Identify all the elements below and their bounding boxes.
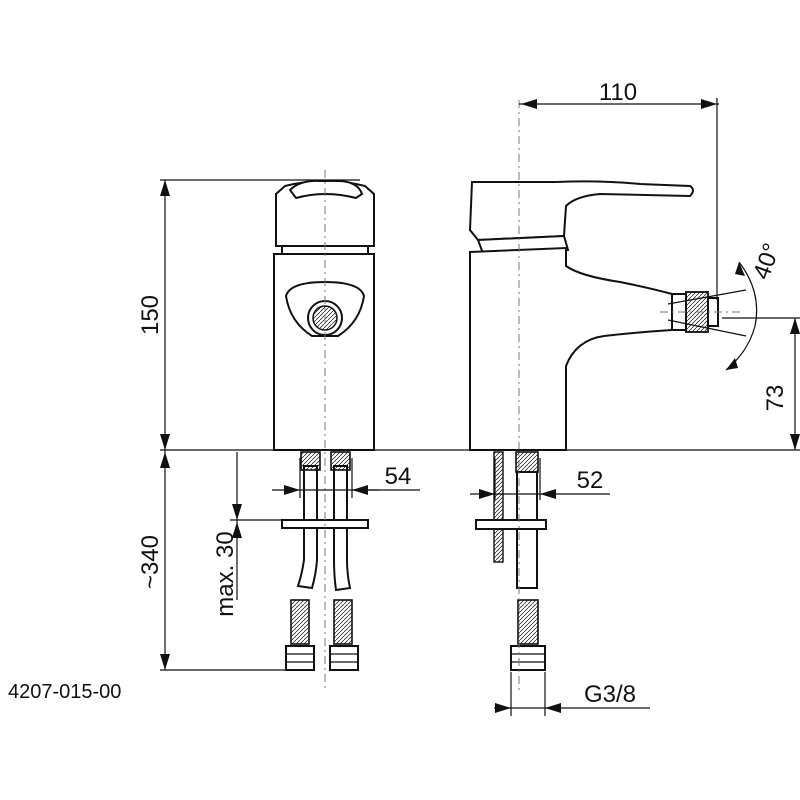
dimension-lines xyxy=(160,98,800,716)
fitting-left-knurl xyxy=(290,599,310,645)
part-number: 4207-015-00 xyxy=(8,681,121,703)
dim-side-offset: 52 xyxy=(577,467,604,494)
side-fitting-knurl xyxy=(517,599,539,645)
dim-spout-reach: 110 xyxy=(599,79,637,106)
dim-hose-length: ~340 xyxy=(137,535,164,589)
fitting-left-nut xyxy=(285,645,315,671)
dim-height-body: 150 xyxy=(137,295,164,335)
side-mount-plate xyxy=(475,519,547,530)
hose-ferrule-left xyxy=(300,451,321,471)
side-lever xyxy=(468,180,694,242)
side-fitting-nut xyxy=(510,645,546,671)
front-lever-cap xyxy=(288,179,364,200)
fitting-right-knurl xyxy=(333,599,353,645)
dim-max-thickness: max. 30 xyxy=(212,531,239,616)
side-body xyxy=(469,246,673,451)
dim-front-width: 54 xyxy=(385,463,412,490)
swivel-angle-arc xyxy=(725,261,758,371)
dim-swivel-angle: 40° xyxy=(748,240,786,283)
front-view xyxy=(273,170,375,690)
fitting-right-nut xyxy=(329,645,359,671)
side-view xyxy=(468,100,758,690)
hose-ferrule-right xyxy=(330,451,351,471)
dim-thread: G3/8 xyxy=(584,681,636,708)
side-threaded-rod xyxy=(493,451,504,563)
dim-nozzle-height: 73 xyxy=(762,385,789,412)
